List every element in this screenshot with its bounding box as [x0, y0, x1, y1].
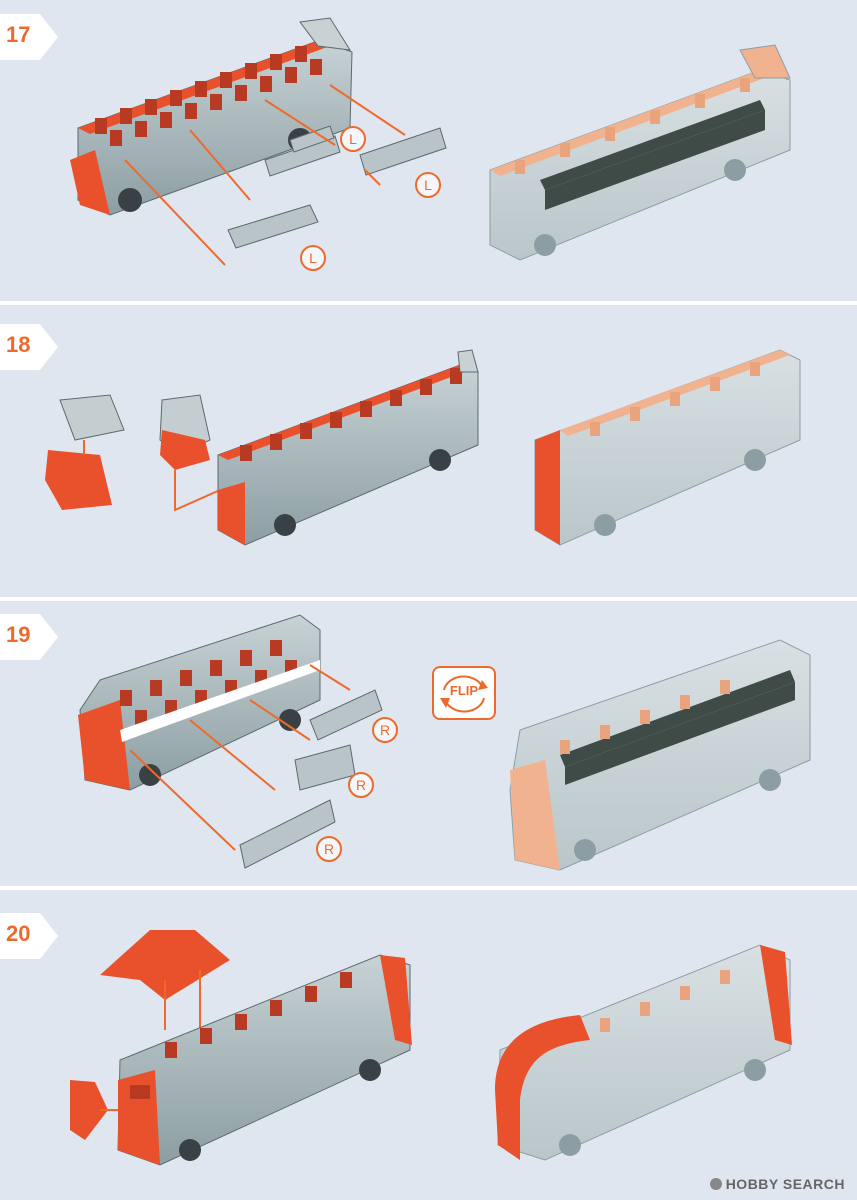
divider — [0, 886, 857, 890]
flip-icon: FLIP — [432, 666, 496, 720]
step-19-badge: 19 — [0, 614, 58, 660]
divider — [0, 597, 857, 601]
step-18-front-parts — [45, 394, 211, 510]
step-number: 19 — [6, 622, 31, 647]
watermark-logo-icon — [709, 1178, 722, 1190]
part-side-callout: L — [340, 126, 366, 152]
step-18-bus-right — [534, 349, 801, 546]
step-20-bus-right — [495, 944, 792, 1161]
watermark: HOBBY SEARCH — [709, 1176, 845, 1192]
part-side-callout: R — [316, 836, 342, 862]
step-19-bus-right — [509, 639, 811, 871]
step-20-roof-part — [70, 930, 230, 1140]
step-19-guide-lines — [129, 664, 351, 851]
step-18-bus-left — [217, 349, 479, 546]
flip-label: FLIP — [449, 683, 479, 698]
step-17-bus-left — [70, 17, 353, 216]
part-side-callout: L — [415, 172, 441, 198]
step-20-badge: 20 — [0, 913, 58, 959]
step-number: 18 — [6, 332, 31, 357]
divider — [0, 301, 857, 305]
step-20-bus-left — [117, 954, 412, 1166]
step-number: 20 — [6, 921, 31, 946]
step-17-badge: 17 — [0, 14, 58, 60]
part-side-callout: L — [300, 245, 326, 271]
watermark-text: HOBBY SEARCH — [725, 1176, 845, 1192]
step-18-badge: 18 — [0, 324, 58, 370]
part-side-callout: R — [348, 772, 374, 798]
step-17-guide-lines — [124, 84, 406, 266]
part-side-callout: R — [372, 717, 398, 743]
step-19-bus-left — [78, 614, 321, 791]
step-19-window-parts — [239, 689, 383, 869]
step-17-bus-right — [489, 44, 791, 261]
step-18-guide-lines — [83, 440, 221, 512]
step-17-window-parts — [227, 125, 447, 249]
step-number: 17 — [6, 22, 31, 47]
